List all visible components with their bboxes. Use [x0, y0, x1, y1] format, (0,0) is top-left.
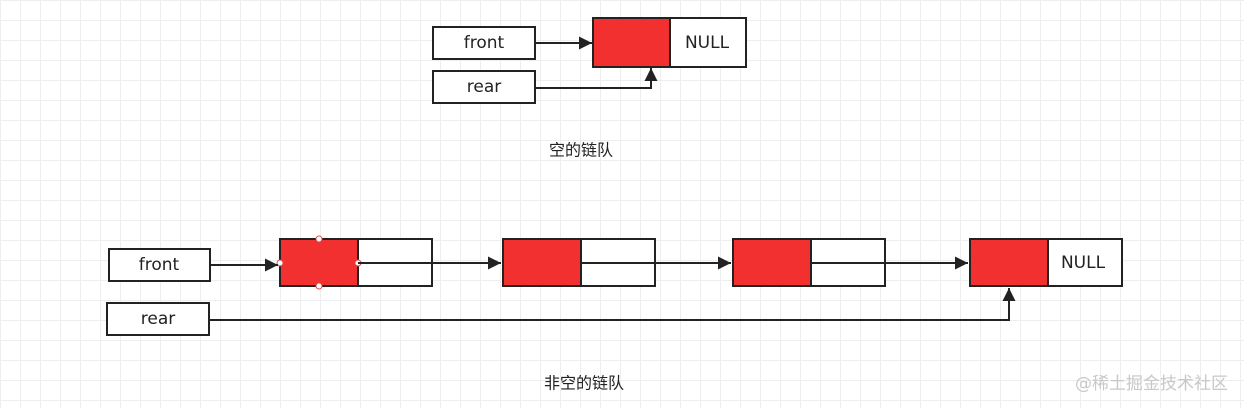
- queue-node-1-data-field: [279, 238, 359, 287]
- nonempty-queue: front rear: [106, 235, 1123, 393]
- queue-node-3-data-field: [732, 238, 812, 287]
- queue-node-4-data-field: [969, 238, 1049, 287]
- empty-rear-arrow: [535, 68, 658, 89]
- empty-head-data-field: [592, 17, 671, 68]
- queue-node-4: NULL: [969, 238, 1123, 287]
- watermark: @稀土掘金技术社区: [1075, 374, 1228, 394]
- queue-node-4-next-field: NULL: [1061, 253, 1106, 273]
- nonempty-front-pointer: front: [108, 248, 211, 282]
- selection-handle-bottom[interactable]: [315, 282, 323, 290]
- empty-head-node: NULL: [592, 17, 747, 68]
- empty-rear-label: rear: [467, 77, 501, 97]
- nonempty-rear-pointer: rear: [106, 302, 210, 336]
- nonempty-rear-arrow: [209, 288, 1016, 321]
- empty-front-label: front: [464, 33, 505, 53]
- queue-node-2-data-field: [502, 238, 582, 287]
- nonempty-queue-caption: 非空的链队: [544, 374, 624, 393]
- selection-handle-top[interactable]: [315, 235, 323, 243]
- nonempty-rear-label: rear: [141, 309, 175, 329]
- empty-front-pointer: front: [432, 26, 536, 60]
- empty-queue-caption: 空的链队: [549, 141, 613, 160]
- empty-queue: front rear NULL 空的链队: [432, 17, 747, 160]
- empty-rear-pointer: rear: [432, 70, 536, 104]
- nonempty-front-label: front: [139, 255, 180, 275]
- empty-head-next-field: NULL: [685, 33, 730, 53]
